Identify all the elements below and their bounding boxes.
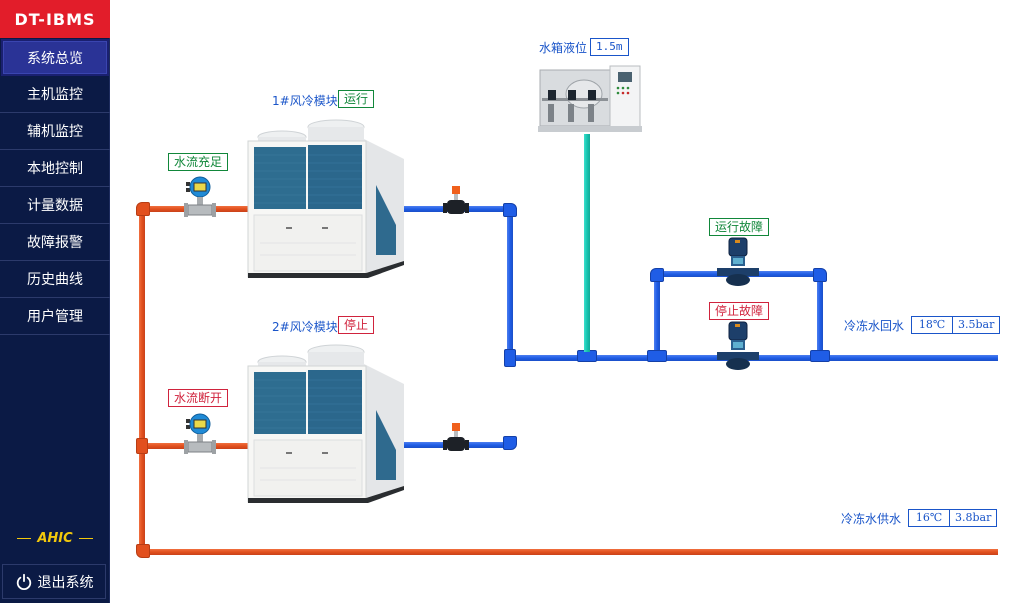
hot-tee-middle bbox=[136, 438, 148, 454]
water-tank-label: 水箱液位 bbox=[539, 41, 588, 55]
cold-pipe-riser bbox=[507, 209, 513, 359]
cold-tee-riser bbox=[504, 349, 516, 367]
logout-button[interactable]: 退出系统 bbox=[2, 564, 106, 599]
pump-loop-right-riser bbox=[817, 274, 823, 358]
water-tank-unit bbox=[538, 65, 642, 132]
pump-loop-elbow-left bbox=[650, 268, 664, 282]
return-water-readout: 18℃ 3.5bar bbox=[911, 316, 1001, 334]
power-icon bbox=[16, 573, 31, 590]
sidebar: DT-IBMS 系统总览 主机监控 辅机监控 本地控制 计量数据 故障报警 历史… bbox=[0, 0, 110, 603]
pump-loop-elbow-right bbox=[813, 268, 827, 282]
supply-water-readout: 16℃ 3.8bar bbox=[908, 509, 998, 527]
flow-meter-2 bbox=[184, 413, 216, 454]
sidebar-item-user-management[interactable]: 用户管理 bbox=[0, 298, 110, 335]
water-tank-level-value: 1.5m bbox=[590, 38, 629, 56]
pump-1[interactable] bbox=[715, 236, 761, 288]
hot-elbow-bottom bbox=[136, 544, 150, 558]
sidebar-nav: 系统总览 主机监控 辅机监控 本地控制 计量数据 故障报警 历史曲线 用户管理 bbox=[0, 39, 110, 335]
sidebar-item-system-overview[interactable]: 系统总览 bbox=[1, 39, 109, 76]
return-water-label: 冷冻水回水 bbox=[844, 319, 905, 333]
chiller-1-status: 运行 bbox=[338, 90, 375, 108]
sidebar-item-aux-monitor[interactable]: 辅机监控 bbox=[0, 113, 110, 150]
tank-feed-pipe bbox=[584, 134, 590, 352]
flow-meter-1 bbox=[184, 176, 216, 217]
chiller-2-unit bbox=[247, 344, 404, 503]
pump-2-status: 停止故障 bbox=[709, 302, 770, 320]
cold-elbow-bottom bbox=[503, 436, 517, 450]
sidebar-item-fault-alarm[interactable]: 故障报警 bbox=[0, 224, 110, 261]
return-water-pressure: 3.5bar bbox=[952, 317, 999, 333]
chiller-2-label: 2#风冷模块 bbox=[272, 320, 338, 334]
flow-2-status: 水流断开 bbox=[168, 389, 229, 407]
supply-water-label: 冷冻水供水 bbox=[841, 512, 902, 526]
sidebar-item-local-control[interactable]: 本地控制 bbox=[0, 150, 110, 187]
flow-1-status: 水流充足 bbox=[168, 153, 229, 171]
chiller-1-label: 1#风冷模块 bbox=[272, 94, 338, 108]
valve-1[interactable] bbox=[441, 185, 471, 221]
pump-1-status: 运行故障 bbox=[709, 218, 770, 236]
pump-loop-tee-left bbox=[647, 350, 667, 362]
chiller-2-status: 停止 bbox=[338, 316, 375, 334]
supply-water-pipe bbox=[139, 549, 998, 555]
valve-2[interactable] bbox=[441, 422, 471, 458]
app-logo: DT-IBMS bbox=[0, 0, 110, 38]
return-water-temperature: 18℃ bbox=[918, 318, 946, 331]
sidebar-item-host-monitor[interactable]: 主机监控 bbox=[0, 76, 110, 113]
sidebar-item-history-curve[interactable]: 历史曲线 bbox=[0, 261, 110, 298]
hot-pipe-left-riser bbox=[139, 207, 145, 554]
pump-loop-left-riser bbox=[654, 274, 660, 358]
pump-2[interactable] bbox=[715, 320, 761, 372]
system-diagram: 水箱液位 1.5m 1#风冷模块 运行 bbox=[110, 0, 1028, 603]
supply-water-temperature: 16℃ bbox=[915, 511, 943, 524]
hot-elbow-top bbox=[136, 202, 150, 216]
chiller-1-unit bbox=[247, 119, 404, 278]
sidebar-item-metering-data[interactable]: 计量数据 bbox=[0, 187, 110, 224]
supply-water-pressure: 3.8bar bbox=[949, 510, 996, 526]
brand-tag: AHIC bbox=[0, 531, 110, 546]
pump-loop-tee-right bbox=[810, 350, 830, 362]
cold-elbow-top bbox=[503, 203, 517, 217]
